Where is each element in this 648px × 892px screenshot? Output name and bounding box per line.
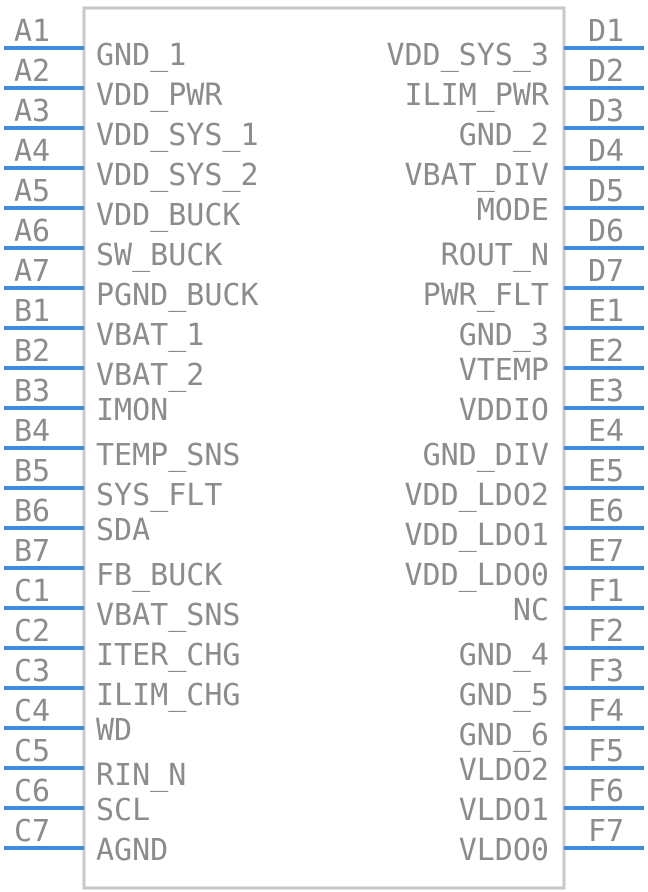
pin-name-a6: SW_BUCK xyxy=(96,238,222,273)
pin-number-a5: A5 xyxy=(14,174,50,209)
pin-number-b4: B4 xyxy=(14,414,50,449)
pin-number-d3: D3 xyxy=(588,94,624,129)
pin-name-d5: MODE xyxy=(477,193,549,228)
pin-number-e6: E6 xyxy=(588,494,624,529)
pin-name-c3: ILIM_CHG xyxy=(96,678,241,713)
pin-number-a6: A6 xyxy=(14,214,50,249)
pin-name-a3: VDD_SYS_1 xyxy=(96,118,259,153)
pin-name-f3: GND_5 xyxy=(459,678,549,713)
pin-number-e4: E4 xyxy=(588,414,624,449)
pin-name-d4: VBAT_DIV xyxy=(405,158,550,193)
pin-number-c2: C2 xyxy=(14,614,50,649)
pin-number-b6: B6 xyxy=(14,494,50,529)
pin-name-a2: VDD_PWR xyxy=(96,78,223,113)
pin-number-f5: F5 xyxy=(588,734,624,769)
pin-name-e6: VDD_LDO1 xyxy=(405,518,550,553)
pin-name-f4: GND_6 xyxy=(459,718,549,753)
pin-number-f2: F2 xyxy=(588,614,624,649)
pin-name-c4: WD xyxy=(96,713,132,748)
pin-number-d2: D2 xyxy=(588,54,624,89)
pin-number-d4: D4 xyxy=(588,134,624,169)
pin-number-d1: D1 xyxy=(588,14,624,49)
pin-name-d1: VDD_SYS_3 xyxy=(386,38,549,73)
pin-name-e5: VDD_LDO2 xyxy=(405,478,550,513)
pin-name-e1: GND_3 xyxy=(459,318,549,353)
pin-number-c5: C5 xyxy=(14,734,50,769)
pin-name-a1: GND_1 xyxy=(96,38,186,73)
pin-number-f1: F1 xyxy=(588,574,624,609)
pin-name-b3: IMON xyxy=(96,393,168,428)
pin-number-d6: D6 xyxy=(588,214,624,249)
pin-name-f2: GND_4 xyxy=(459,638,549,673)
pin-name-d7: PWR_FLT xyxy=(423,278,549,313)
pin-name-b6: SDA xyxy=(96,513,150,548)
pin-name-f1: NC xyxy=(513,593,549,628)
pin-name-a5: VDD_BUCK xyxy=(96,198,241,233)
pin-name-e7: VDD_LDO0 xyxy=(405,558,550,593)
pin-name-d2: ILIM_PWR xyxy=(405,78,550,113)
pin-name-e4: GND_DIV xyxy=(423,438,549,473)
pin-name-f6: VLDO1 xyxy=(459,793,549,828)
pin-name-b5: SYS_FLT xyxy=(96,478,222,513)
pin-number-b5: B5 xyxy=(14,454,50,489)
pin-name-c1: VBAT_SNS xyxy=(96,598,241,633)
pin-number-e1: E1 xyxy=(588,294,624,329)
pin-number-a4: A4 xyxy=(14,134,50,169)
pin-number-e2: E2 xyxy=(588,334,624,369)
pin-name-b7: FB_BUCK xyxy=(96,558,222,593)
pin-number-f7: F7 xyxy=(588,814,624,849)
pin-name-c5: RIN_N xyxy=(96,758,186,793)
pin-name-e3: VDDIO xyxy=(459,393,549,428)
pin-name-e2: VTEMP xyxy=(459,353,549,388)
pin-name-f5: VLDO2 xyxy=(459,753,549,788)
pin-number-f4: F4 xyxy=(588,694,624,729)
pin-number-c3: C3 xyxy=(14,654,50,689)
pin-number-c7: C7 xyxy=(14,814,50,849)
pin-number-e5: E5 xyxy=(588,454,624,489)
pin-number-a1: A1 xyxy=(14,14,50,49)
pin-number-d5: D5 xyxy=(588,174,624,209)
pin-number-e7: E7 xyxy=(588,534,624,569)
pin-name-c6: SCL xyxy=(96,793,150,828)
pin-name-f7: VLDO0 xyxy=(459,833,549,868)
pin-number-b2: B2 xyxy=(14,334,50,369)
pin-number-c1: C1 xyxy=(14,574,50,609)
pin-name-a7: PGND_BUCK xyxy=(96,278,259,313)
pin-number-a7: A7 xyxy=(14,254,50,289)
pin-name-b2: VBAT_2 xyxy=(96,358,204,393)
pin-number-b3: B3 xyxy=(14,374,50,409)
pin-number-a2: A2 xyxy=(14,54,50,89)
pin-number-f6: F6 xyxy=(588,774,624,809)
pin-number-b7: B7 xyxy=(14,534,50,569)
pin-number-d7: D7 xyxy=(588,254,624,289)
pin-name-c2: ITER_CHG xyxy=(96,638,241,673)
pin-name-b4: TEMP_SNS xyxy=(96,438,241,473)
pin-number-b1: B1 xyxy=(14,294,50,329)
pin-number-e3: E3 xyxy=(588,374,624,409)
pin-number-c6: C6 xyxy=(14,774,50,809)
pin-number-c4: C4 xyxy=(14,694,50,729)
pin-number-f3: F3 xyxy=(588,654,624,689)
pin-number-a3: A3 xyxy=(14,94,50,129)
pin-name-c7: AGND xyxy=(96,833,168,868)
pin-name-d6: ROUT_N xyxy=(441,238,549,273)
pin-name-b1: VBAT_1 xyxy=(96,318,204,353)
pin-name-a4: VDD_SYS_2 xyxy=(96,158,259,193)
pin-name-d3: GND_2 xyxy=(459,118,549,153)
ic-body xyxy=(82,6,566,890)
